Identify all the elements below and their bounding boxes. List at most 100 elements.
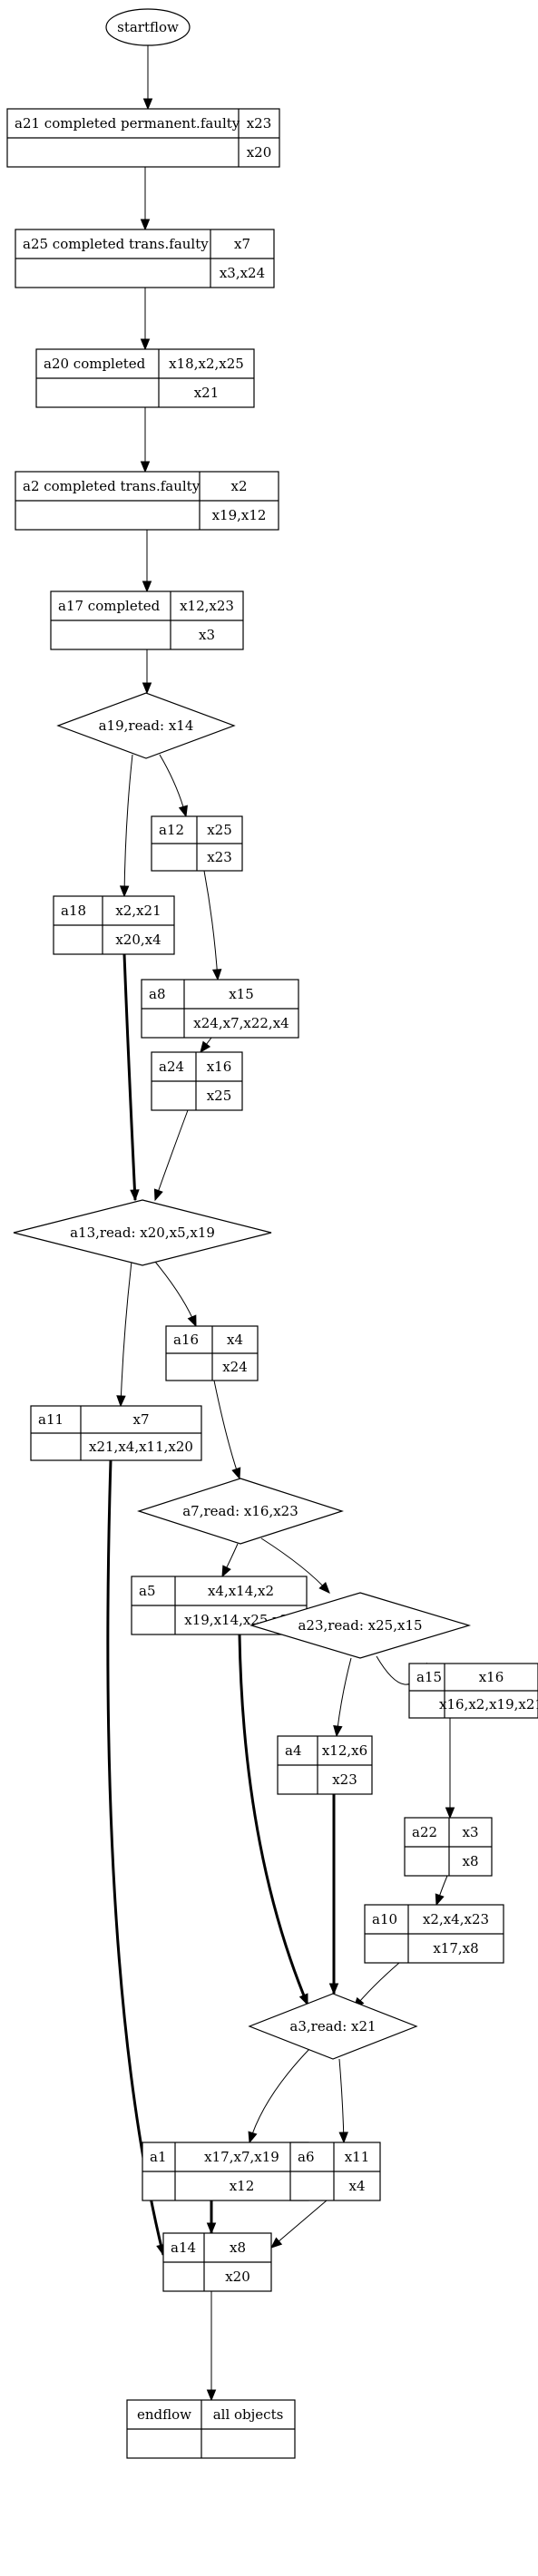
task-read-objects: x23 xyxy=(332,1771,357,1788)
decision-diamond xyxy=(56,692,236,759)
task-write-objects: x16 xyxy=(207,1059,232,1075)
edge-line xyxy=(238,1634,309,2005)
task-name: a5 xyxy=(139,1583,156,1599)
edge-a8-a24 xyxy=(200,1037,212,1054)
edge-a19-a18 xyxy=(119,754,133,898)
arrowhead xyxy=(140,219,151,231)
task-a25: a25 completed trans.faulty x7 x3,x24 xyxy=(15,229,275,288)
arrowhead xyxy=(187,1314,197,1328)
decision-a13: a13,read: x20,x5,x19 xyxy=(13,1199,272,1266)
task-read-objects: x24,x7,x22,x4 xyxy=(193,1015,289,1031)
edge-line xyxy=(154,1261,197,1327)
edge-a25-a20 xyxy=(140,288,151,351)
edge-line xyxy=(213,1380,240,1479)
decision-a23: a23,read: x25,x15 xyxy=(249,1592,472,1659)
decision-diamond xyxy=(13,1199,272,1266)
edge-a24-a13 xyxy=(153,1109,189,1202)
task-write-objects: x23 xyxy=(247,115,272,132)
arrowhead xyxy=(200,1040,211,1054)
edge-a10-a3 xyxy=(353,1962,400,2010)
task-read-objects: x24 xyxy=(222,1359,248,1375)
arrowhead xyxy=(221,1565,231,1578)
task-name: a22 xyxy=(412,1824,437,1840)
edge-a13-a11 xyxy=(116,1261,132,1408)
edge-line xyxy=(338,2058,345,2143)
task-write-objects: x4,x14,x2 xyxy=(208,1583,274,1599)
decision-label: a7,read: x16,x23 xyxy=(182,1503,298,1519)
arrowhead xyxy=(338,2132,348,2144)
edge-line xyxy=(120,1261,132,1407)
edge-a6-a14 xyxy=(269,2200,328,2249)
task-read-objects: x20,x4 xyxy=(115,932,161,948)
task-read-objects: x3,x24 xyxy=(220,265,265,281)
task-read-objects: x3 xyxy=(199,627,215,643)
task-write-objects: x16 xyxy=(479,1669,504,1685)
edge-a18-a13 xyxy=(122,953,140,1202)
task-read-objects: x12 xyxy=(230,2178,255,2194)
task-read-objects: x19,x12 xyxy=(212,507,267,523)
edge-a5-a3 xyxy=(238,1634,309,2006)
edge-line xyxy=(122,953,137,1201)
task-a15: a15 x16 x16,x2,x19,x21 xyxy=(408,1663,538,1719)
edge-a23-a4 xyxy=(333,1657,352,1738)
task-write-objects: x7 xyxy=(234,236,250,252)
task-write-objects: x25 xyxy=(207,822,232,838)
edge-a7-a23 xyxy=(260,1537,330,1594)
arrowhead xyxy=(231,1467,241,1480)
arrowhead xyxy=(142,581,152,593)
edge-line xyxy=(154,1109,189,1201)
start-ellipse xyxy=(105,8,191,46)
arrowhead xyxy=(142,682,152,695)
task-read-objects: x20 xyxy=(247,144,272,161)
task-name: a16 xyxy=(173,1332,199,1348)
arrowhead xyxy=(206,2222,217,2235)
decision-diamond xyxy=(249,1592,472,1659)
task-a21: a21 completed permanent.faulty x23 x20 xyxy=(6,108,280,168)
edge-a3-a6 xyxy=(338,2058,348,2144)
arrowhead xyxy=(140,338,151,351)
task-name: a25 completed trans.faulty xyxy=(23,236,209,252)
node-layer: startflow a21 completed permanent.faulty x… xyxy=(6,8,538,2459)
task-name: a17 completed xyxy=(58,598,161,614)
arrowhead xyxy=(116,1395,126,1408)
task-name: a2 completed trans.faulty xyxy=(23,478,201,494)
task-write-objects: x2,x4,x23 xyxy=(423,1911,489,1927)
task-name: a8 xyxy=(149,986,166,1002)
task-read-objects: x25 xyxy=(207,1088,232,1104)
edge-a14-end xyxy=(206,2291,217,2402)
edge-a19-a12 xyxy=(159,754,188,818)
task-write-objects: x12,x6 xyxy=(322,1742,367,1759)
task-write-objects: x2 xyxy=(230,478,247,494)
edge-a7-a5 xyxy=(221,1543,239,1578)
task-name: a21 completed permanent.faulty xyxy=(15,115,240,132)
task-name: a18 xyxy=(61,903,86,919)
arrowhead xyxy=(445,1807,455,1820)
decision-diamond xyxy=(248,1993,418,2060)
task-write-objects: x2,x21 xyxy=(115,903,161,919)
arrowhead xyxy=(333,1724,343,1738)
task-write-objects: x11 xyxy=(345,2149,370,2165)
edge-a22-a10 xyxy=(435,1875,448,1907)
end-label: endflow xyxy=(137,2406,191,2423)
task-name: a15 xyxy=(416,1669,442,1685)
arrowhead xyxy=(211,969,222,981)
edge-start-a21 xyxy=(142,45,153,111)
task-name: a1 xyxy=(150,2149,167,2165)
task-read-objects: x21,x4,x11,x20 xyxy=(89,1439,193,1455)
task-read-objects: x16,x2,x19,x21 xyxy=(439,1696,538,1712)
edge-line xyxy=(249,2047,311,2143)
edge-a15-a22 xyxy=(445,1718,455,1820)
task-name: a6 xyxy=(298,2149,315,2165)
task-name: a20 completed xyxy=(44,356,146,372)
start-label: startflow xyxy=(117,19,179,35)
decision-a7: a7,read: x16,x23 xyxy=(137,1478,344,1545)
